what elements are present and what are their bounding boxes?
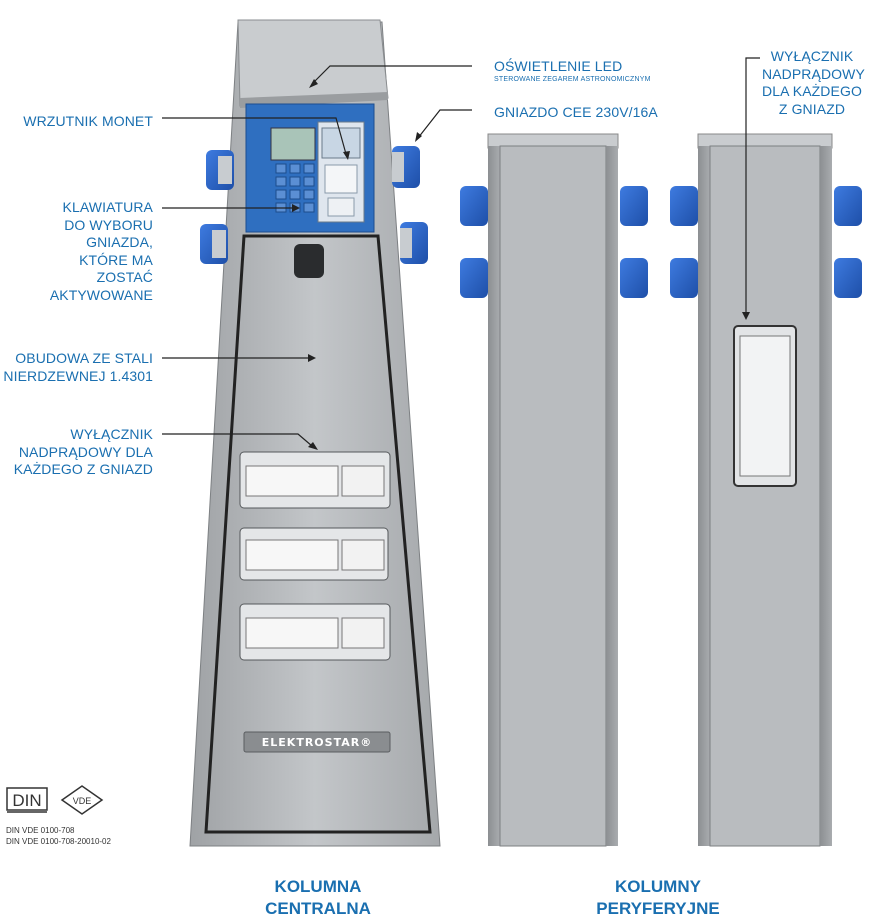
housing-label-line: OBUDOWA ZE STALI [15, 350, 153, 366]
housing-label: OBUDOWA ZE STALI NIERDZEWNEJ 1.4301 [0, 350, 153, 385]
keypad-label: KLAWIATURA DO WYBORU GNIAZDA, KTÓRE MA Z… [10, 199, 153, 304]
breaker-window [239, 603, 391, 661]
breaker-label-line: WYŁĄCZNIK [770, 48, 854, 64]
cee-socket [620, 258, 648, 298]
breaker-label-line: KAŻDEGO Z GNIAZD [13, 461, 153, 477]
callout-coin [162, 117, 347, 155]
cee-socket [400, 222, 428, 264]
socket-label: GNIAZDO CEE 230V/16A [494, 104, 658, 120]
breaker-window [239, 451, 391, 509]
cee-socket [200, 224, 228, 264]
callout-breaker-left [162, 433, 313, 447]
breaker-label-right: WYŁĄCZNIK NADPRĄDOWY DLA KAŻDEGO Z GNIAZ… [762, 48, 865, 118]
keypad-label-line: ZOSTAĆ [96, 269, 153, 285]
led-lighting-subtitle: STEROWANE ZEGAREM ASTRONOMICZNYM [494, 76, 651, 83]
cee-socket [670, 258, 698, 298]
svg-text:VDE: VDE [73, 796, 92, 806]
svg-text:DIN: DIN [12, 791, 41, 810]
keypad-label-line: KLAWIATURA [62, 199, 153, 215]
housing-label-line: NIERDZEWNEJ 1.4301 [3, 367, 153, 384]
breaker-label-line: DLA KAŻDEGO [762, 83, 862, 99]
breaker-window [239, 527, 389, 581]
cee-socket [670, 186, 698, 226]
callout-socket [417, 109, 472, 139]
peripheral-column [670, 133, 862, 847]
cee-socket [392, 146, 420, 188]
cee-socket [206, 150, 234, 190]
cee-socket [834, 186, 862, 226]
brand-plate: ELEKTROSTAR® [243, 731, 391, 753]
din-logo: DIN [6, 787, 48, 813]
peripheral-column [460, 133, 648, 847]
breaker-label-line: WYŁĄCZNIK [70, 426, 153, 442]
brand-name: ELEKTROSTAR® [262, 736, 372, 749]
cee-socket [834, 258, 862, 298]
caption-line: PERYFERYJNE [596, 899, 720, 918]
cee-socket [460, 186, 488, 226]
led-lighting-label: OŚWIETLENIE LED [494, 58, 622, 76]
breaker-label-line: Z GNIAZD [778, 100, 846, 117]
callout-led [311, 65, 472, 85]
door-lock [294, 244, 324, 278]
keypad-label-line: GNIAZDA, [86, 234, 153, 250]
callout-arrowheads [292, 79, 750, 450]
breaker-label-left: WYŁĄCZNIK NADPRĄDOWY DLA KAŻDEGO Z GNIAZ… [0, 426, 153, 479]
din-code: DIN VDE 0100-708-20010-02 [6, 837, 111, 846]
din-code: DIN VDE 0100-708 [6, 826, 75, 835]
caption-central: KOLUMNA CENTRALNA [218, 876, 418, 920]
keypad-label-line: KTÓRE MA [79, 251, 153, 268]
lcd-display [270, 127, 316, 161]
breaker-window [733, 325, 797, 487]
caption-line: KOLUMNA [274, 877, 362, 896]
callout-breaker-right [745, 57, 760, 314]
coin-slot-label: WRZUTNIK MONET [23, 113, 153, 129]
central-column: ELEKTROSTAR® [189, 19, 441, 847]
cee-socket [620, 186, 648, 226]
breaker-label-line: NADPRĄDOWY [762, 65, 865, 82]
breaker-label-line: NADPRĄDOWY DLA [18, 443, 153, 460]
caption-peripheral: KOLUMNY PERYFERYJNE [558, 876, 758, 920]
cee-socket [460, 258, 488, 298]
keypad-label-line: DO WYBORU [64, 216, 153, 233]
keypad-label-line: AKTYWOWANE [49, 286, 153, 303]
callout-lines [162, 57, 760, 447]
vde-logo: VDE [60, 785, 104, 815]
caption-line: KOLUMNY [615, 877, 701, 896]
main-door [204, 234, 432, 834]
led-lighting-title: OŚWIETLENIE LED [494, 58, 623, 74]
caption-line: CENTRALNA [265, 899, 371, 918]
